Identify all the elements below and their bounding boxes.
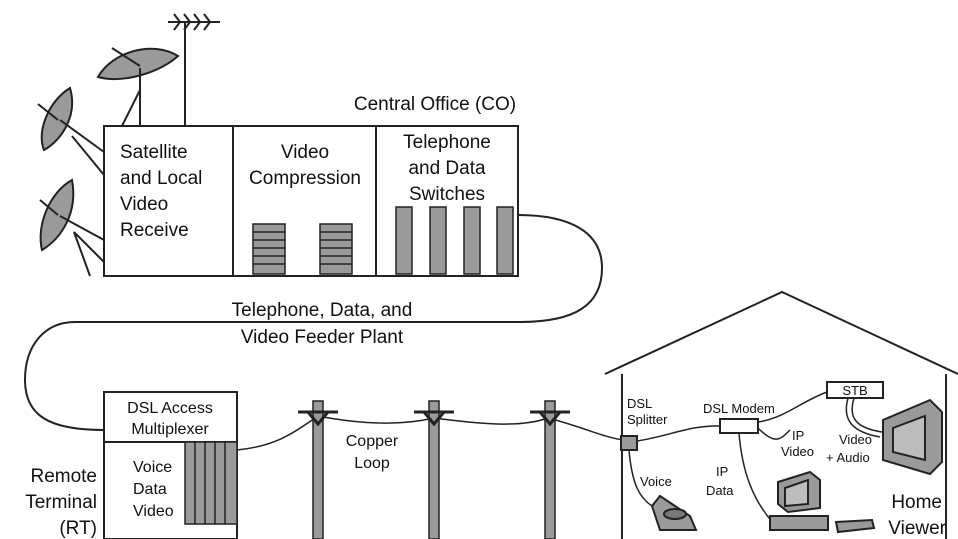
services-label-video: Video	[133, 503, 174, 520]
switches-label-line-1: Telephone	[403, 132, 491, 153]
remote-terminal-label-line-3: (RT)	[59, 518, 97, 539]
feeder-cable	[23, 214, 604, 431]
video-audio-label-line-2: + Audio	[826, 450, 870, 465]
compression-label-line-2: Compression	[249, 168, 361, 189]
equipment-rack-icon	[252, 223, 286, 275]
ip-video-label-line-2: Video	[781, 444, 814, 459]
satellite-dish-icon	[39, 178, 105, 277]
ip-data-label-line-2: Data	[706, 483, 734, 498]
satellite-dish-icon	[37, 86, 105, 176]
services-label-data: Data	[133, 481, 167, 498]
remote-control-icon	[834, 518, 876, 534]
utility-pole-icon	[298, 400, 338, 539]
stb-label: STB	[842, 383, 867, 398]
switches-label-line-2: and Data	[408, 158, 486, 179]
switch-rack-icon	[395, 206, 514, 275]
set-top-box	[826, 381, 884, 399]
utility-pole-icon	[414, 400, 454, 539]
antenna-icon	[168, 13, 220, 126]
copper-loop-label-line-1: Copper	[346, 433, 399, 450]
remote-terminal-label-line-2: Terminal	[25, 492, 97, 513]
switches-label-line-3: Switches	[409, 184, 485, 205]
dslam-label-line-2: Multiplexer	[131, 421, 209, 438]
telephone-icon	[650, 494, 698, 531]
line-card-rack-icon	[184, 441, 238, 525]
equipment-rack-icon	[319, 223, 353, 275]
voice-label: Voice	[640, 474, 672, 489]
ip-video-label-line-1: IP	[792, 428, 804, 443]
house-outline	[604, 290, 958, 539]
splitter-label-line-2: Splitter	[627, 412, 668, 427]
splitter-label-line-1: DSL	[627, 396, 652, 411]
satellite-label-line-4: Receive	[120, 220, 189, 241]
modem-label: DSL Modem	[703, 401, 775, 416]
satellite-label-line-3: Video	[120, 194, 168, 215]
compression-label-line-1: Video	[281, 142, 329, 163]
utility-pole-icon	[530, 400, 570, 539]
dsl-splitter-box	[620, 435, 638, 451]
dslam-box	[103, 391, 238, 443]
satellite-label-line-2: and Local	[120, 168, 202, 189]
satellite-dish-icon	[96, 47, 180, 127]
television-icon	[882, 398, 943, 476]
dslam-label-line-1: DSL Access	[127, 400, 213, 417]
satellite-label-line-1: Satellite	[120, 142, 188, 163]
feeder-label-line-1: Telephone, Data, and	[232, 300, 413, 321]
video-audio-label-line-1: Video	[839, 432, 872, 447]
copper-loop-label-line-2: Loop	[354, 455, 390, 472]
home-viewer-label-line-2: Viewer	[888, 518, 946, 539]
computer-icon	[769, 470, 829, 531]
home-viewer-label-line-1: Home	[891, 492, 942, 513]
remote-terminal-label-line-1: Remote	[30, 466, 97, 487]
feeder-label-line-2: Video Feeder Plant	[241, 327, 404, 348]
dsl-modem-box	[719, 418, 759, 434]
services-label-voice: Voice	[133, 459, 172, 476]
ip-data-label-line-1: IP	[716, 464, 728, 479]
central-office-title: Central Office (CO)	[354, 94, 516, 115]
